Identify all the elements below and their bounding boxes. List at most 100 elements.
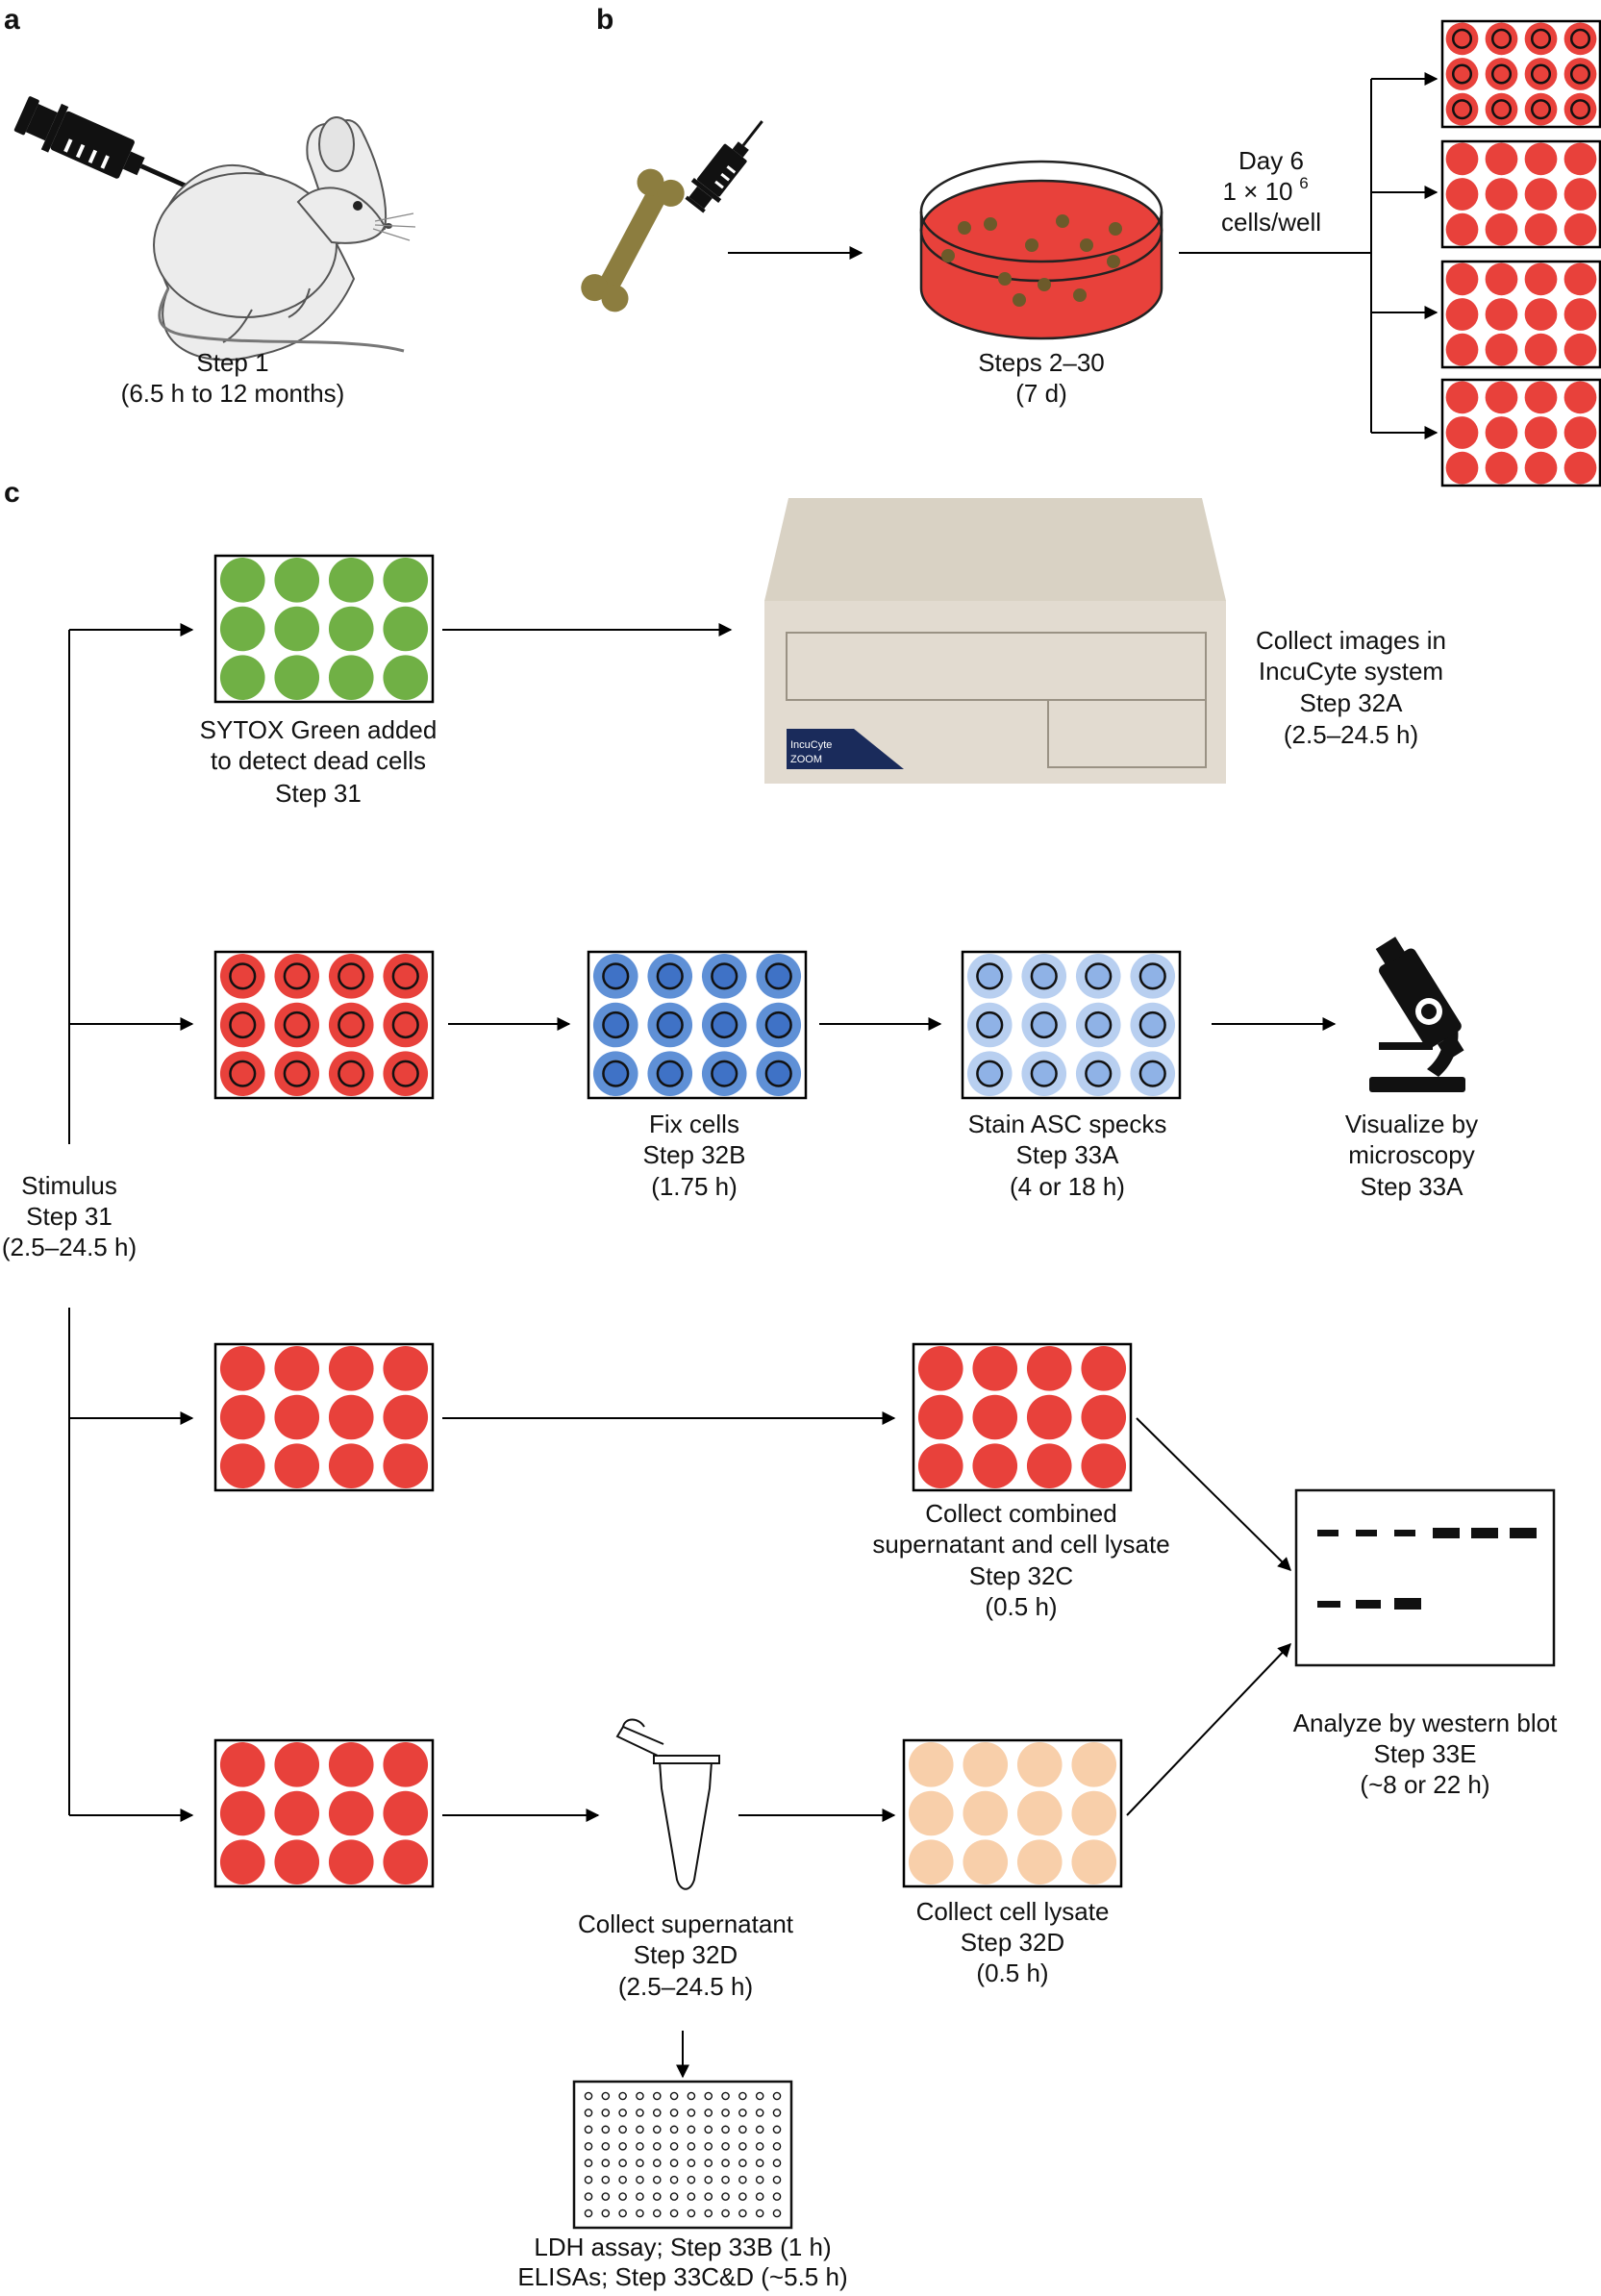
well-96 — [721, 2209, 730, 2218]
well — [1445, 178, 1479, 211]
well — [1524, 262, 1558, 296]
plate-sytox-green — [213, 554, 435, 704]
panel-label-c: c — [4, 477, 20, 509]
well-speck — [602, 1060, 630, 1087]
well — [1563, 178, 1597, 211]
well-96 — [755, 2192, 764, 2201]
western-line1: Analyze by western blot — [1293, 1709, 1558, 1737]
well — [1445, 333, 1479, 366]
well — [219, 655, 265, 700]
well-96 — [618, 2192, 627, 2201]
well — [972, 1443, 1018, 1488]
plate-b3 — [1440, 260, 1601, 369]
well-speck — [229, 962, 257, 990]
well-96 — [704, 2175, 713, 2184]
well — [1524, 416, 1558, 449]
well — [274, 1790, 320, 1836]
well — [1563, 262, 1597, 296]
well — [1026, 1346, 1072, 1391]
well — [383, 558, 429, 603]
arrow-combined-to-blot — [1136, 1417, 1291, 1571]
visualize-line1: Visualize by — [1345, 1110, 1478, 1138]
well — [1563, 212, 1597, 246]
well-speck — [1569, 28, 1591, 49]
well — [219, 1443, 265, 1488]
well-speck — [1138, 1060, 1166, 1087]
well — [1485, 142, 1518, 176]
well — [219, 1742, 265, 1787]
well — [908, 1839, 954, 1884]
well-96 — [636, 2175, 644, 2184]
well — [1016, 1839, 1063, 1884]
well — [1026, 1394, 1072, 1440]
well — [1445, 298, 1479, 331]
well-96 — [601, 2175, 611, 2184]
well-96 — [669, 2141, 679, 2151]
well — [963, 1839, 1009, 1884]
steps-2-30-time: (7 d) — [1015, 379, 1066, 408]
well-96 — [652, 2109, 662, 2117]
well — [908, 1790, 954, 1836]
stain-line2: Step 33A — [1016, 1140, 1120, 1169]
cells-per-well-label: cells/well — [1221, 208, 1321, 237]
well-96 — [636, 2091, 644, 2101]
well-96 — [636, 2159, 644, 2168]
well — [972, 1346, 1018, 1391]
well — [1445, 416, 1479, 449]
well-speck — [338, 1011, 365, 1039]
well-96 — [601, 2141, 611, 2151]
stimulus-step: Step 31 — [26, 1202, 113, 1231]
well-speck — [1138, 962, 1166, 990]
well — [219, 1394, 265, 1440]
well — [274, 1394, 320, 1440]
well-speck — [1490, 63, 1513, 85]
well-96 — [755, 2125, 764, 2134]
well — [1071, 1742, 1117, 1787]
well — [274, 558, 320, 603]
incucyte-instrument: IncuCyte ZOOM — [764, 498, 1226, 784]
well-96 — [652, 2192, 662, 2201]
well — [383, 655, 429, 700]
well — [1026, 1443, 1072, 1488]
well-96 — [687, 2141, 696, 2151]
well — [328, 1394, 374, 1440]
well — [219, 1790, 265, 1836]
mouse-icon — [153, 116, 416, 362]
well-speck — [656, 1011, 684, 1039]
well-96 — [687, 2091, 696, 2101]
cells-count-exponent: 6 — [1299, 174, 1308, 192]
well-speck — [229, 1060, 257, 1087]
microcentrifuge-tube-icon — [615, 1718, 720, 1890]
plate-asc-red — [213, 950, 435, 1100]
well — [1524, 381, 1558, 414]
well — [219, 1839, 265, 1884]
cells-count-prefix: 1 × 10 — [1222, 177, 1292, 206]
incucyte-line4: (2.5–24.5 h) — [1284, 720, 1418, 749]
well — [1445, 142, 1479, 176]
well-speck — [976, 1060, 1004, 1087]
incucyte-line2: IncuCyte system — [1259, 657, 1443, 686]
well-speck — [338, 1060, 365, 1087]
well-96 — [601, 2159, 611, 2168]
incucyte-logo-text: IncuCyte — [790, 739, 832, 751]
well-speck — [1569, 99, 1591, 120]
well-96 — [652, 2125, 662, 2134]
well-96 — [669, 2175, 679, 2184]
visualize-line3: Step 33A — [1361, 1172, 1464, 1201]
well-96 — [755, 2175, 764, 2184]
well-96 — [618, 2141, 627, 2151]
well-96 — [618, 2109, 627, 2117]
visualize-line2: microscopy — [1348, 1140, 1474, 1169]
well-96 — [652, 2141, 662, 2151]
well-96 — [772, 2209, 782, 2218]
well-96 — [704, 2125, 713, 2134]
well-96 — [704, 2141, 713, 2151]
combined-line3: Step 32C — [969, 1561, 1073, 1590]
well — [1485, 333, 1518, 366]
well-96 — [584, 2125, 593, 2134]
well — [274, 1742, 320, 1787]
incucyte-line3: Step 32A — [1300, 688, 1404, 717]
well-96 — [584, 2175, 593, 2184]
well — [274, 1346, 320, 1391]
plate-combined-red — [912, 1342, 1133, 1492]
